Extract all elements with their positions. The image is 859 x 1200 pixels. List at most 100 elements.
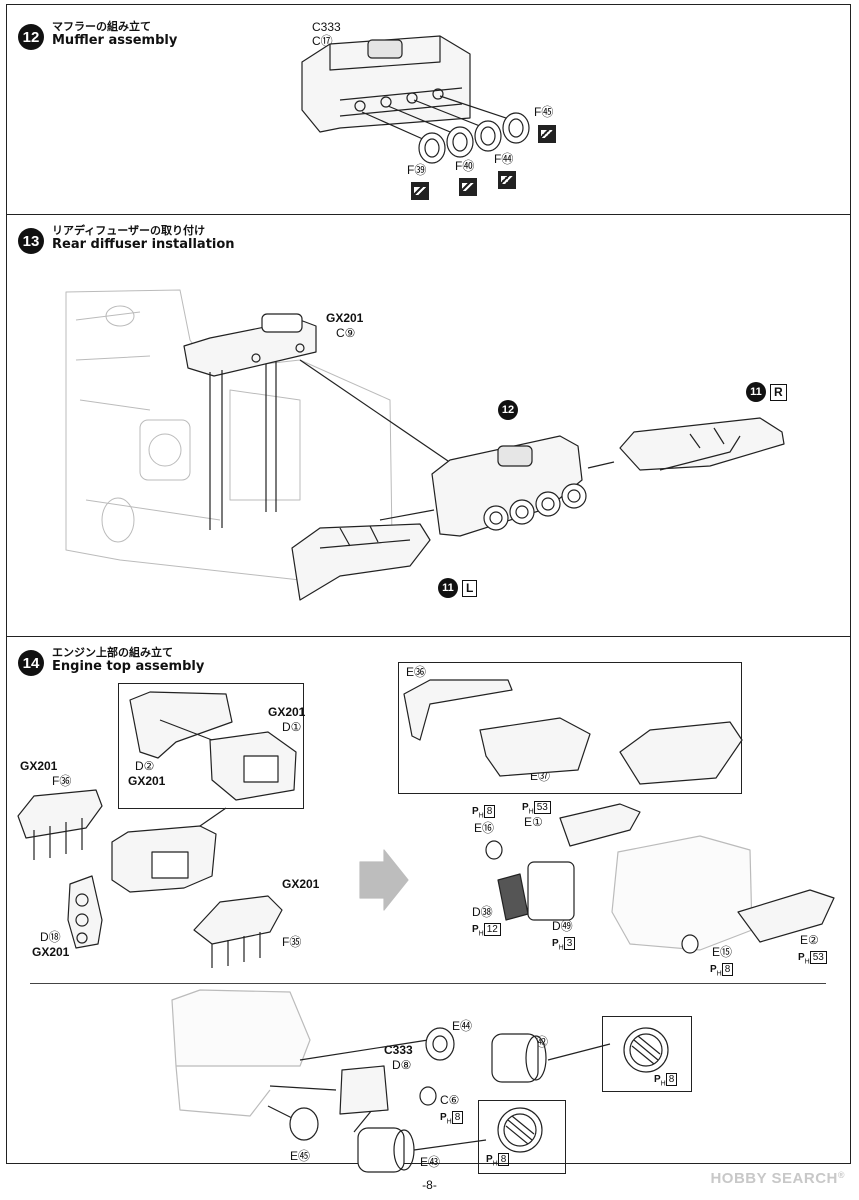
paint-icon	[538, 125, 556, 143]
step-number-badge: 13	[18, 228, 44, 254]
paint-prefix-sub: H	[558, 944, 564, 952]
paint-prefix-sub: H	[492, 1160, 498, 1168]
part-label: D②	[135, 759, 155, 773]
part-label: D⑧	[392, 1058, 412, 1072]
paint-number: 8	[497, 1153, 510, 1166]
paint-number: 53	[809, 951, 827, 964]
muffler-tip-illustration	[361, 95, 530, 164]
section-divider	[6, 636, 851, 637]
step-reference-badge: 11	[438, 578, 458, 598]
intake-runners-illustration	[17, 789, 283, 968]
step-number-badge: 14	[18, 650, 44, 676]
part-label: C⑨	[336, 326, 356, 340]
paint-number: 8	[665, 1073, 678, 1086]
step-title: マフラーの組み立て Muffler assembly	[52, 20, 177, 48]
part-label: E㊺	[290, 1149, 311, 1163]
part-label: C⑰	[312, 34, 333, 48]
part-label: C333	[384, 1043, 413, 1057]
paint-prefix-sub: H	[660, 1080, 666, 1088]
paint-number: 8	[483, 805, 496, 818]
side-marker: L	[462, 580, 478, 597]
subsection-divider	[30, 983, 826, 984]
engine-top-illustration	[485, 803, 835, 954]
part-label: GX201	[326, 311, 364, 325]
part-label: GX201	[282, 877, 320, 891]
part-label: GX201	[268, 705, 306, 719]
watermark-logo: HOBBY SEARCH®	[710, 1170, 845, 1187]
step-title-jp: マフラーの組み立て	[52, 20, 151, 33]
step-title-en: Engine top assembly	[52, 659, 205, 674]
step-reference-badge: 11	[746, 382, 766, 402]
step-title-jp: エンジン上部の組み立て	[52, 646, 173, 659]
detail-box	[118, 683, 304, 809]
paint-number: 53	[533, 801, 551, 814]
cover-illustration	[403, 679, 743, 785]
engine-cover-illustration	[171, 989, 311, 1117]
rear-bracket-illustration	[183, 313, 471, 530]
diffuser-right-illustration	[619, 417, 785, 471]
paint-prefix: P	[654, 1074, 661, 1085]
detail-box	[478, 1100, 566, 1174]
paint-number: 3	[563, 937, 576, 950]
paint-prefix: P	[486, 1154, 493, 1165]
step-title: リアディフューザーの取り付け Rear diffuser installatio…	[52, 224, 235, 252]
part-label: C333	[312, 20, 341, 34]
paint-prefix: P	[798, 952, 805, 963]
side-marker: R	[770, 384, 787, 401]
part-label: E①	[524, 815, 543, 829]
page-frame	[6, 4, 851, 1164]
paint-prefix-sub: H	[804, 958, 810, 966]
muffler-assembly-illustration	[379, 435, 615, 537]
paint-prefix: P	[710, 964, 717, 975]
watermark-text: HOBBY SEARCH	[710, 1170, 838, 1187]
step-number-badge: 12	[18, 24, 44, 50]
part-label: D⑱	[40, 930, 61, 944]
intake-assembled-illustration	[111, 807, 227, 893]
part-label: E㊹	[452, 1019, 473, 1033]
part-label: GX201	[128, 774, 166, 788]
throttle-body-illustration	[67, 875, 103, 949]
paint-prefix-sub: H	[478, 812, 484, 820]
chassis-illustration	[65, 289, 393, 581]
part-label: F㊱	[52, 774, 72, 788]
section-divider	[6, 214, 851, 215]
paint-prefix: P	[472, 924, 479, 935]
paint-prefix: P	[522, 802, 529, 813]
paint-prefix-sub: H	[446, 1118, 452, 1126]
step-reference-badge: 12	[498, 400, 518, 420]
part-label: GX201	[20, 759, 58, 773]
step-title-jp: リアディフューザーの取り付け	[52, 224, 206, 237]
detail-box	[398, 662, 742, 794]
part-label: D㊾	[552, 919, 573, 933]
intake-base-illustration	[129, 691, 297, 801]
paint-number: 8	[721, 963, 734, 976]
detail-box	[602, 1016, 692, 1092]
part-label: E⑯	[474, 821, 495, 835]
part-label: D①	[282, 720, 302, 734]
part-label: E②	[800, 933, 819, 947]
paint-prefix: P	[440, 1112, 447, 1123]
paint-prefix-sub: H	[716, 970, 722, 978]
part-label: D㊳	[472, 905, 493, 919]
step-title-en: Muffler assembly	[52, 33, 178, 48]
part-label: F㊹	[494, 152, 514, 166]
paint-icon	[459, 178, 477, 196]
grille-detail-icon	[497, 1027, 669, 1153]
next-arrow-icon	[359, 849, 409, 911]
paint-number: 8	[451, 1111, 464, 1124]
paint-icon	[498, 171, 516, 189]
exhaust-parts-illustration	[267, 1027, 611, 1173]
paint-number: 12	[483, 923, 501, 936]
part-label: E㊸	[420, 1155, 441, 1169]
paint-prefix: P	[552, 938, 559, 949]
muffler-housing-illustration	[301, 35, 471, 133]
page-number: -8-	[422, 1178, 437, 1192]
